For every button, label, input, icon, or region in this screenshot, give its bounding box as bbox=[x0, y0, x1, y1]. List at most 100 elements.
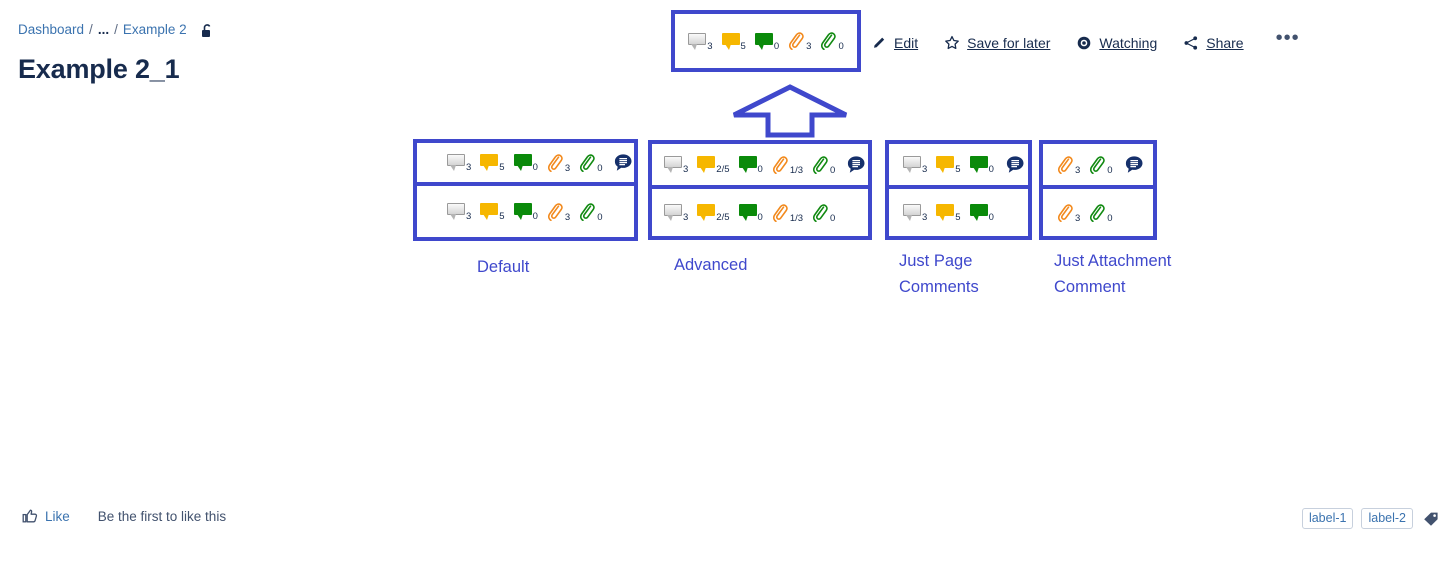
paperclip-green-icon[interactable]: 0 bbox=[1089, 155, 1113, 175]
label-chip-2[interactable]: label-2 bbox=[1361, 508, 1413, 529]
paperclip-green-icon[interactable]: 0 bbox=[579, 153, 602, 173]
count-label: 5 bbox=[499, 162, 505, 173]
comment-bubble-yellow-icon[interactable]: 2/5 bbox=[697, 156, 730, 175]
comment-bubble-yellow-icon[interactable]: 2/5 bbox=[697, 204, 730, 223]
paperclip-green-icon[interactable]: 0 bbox=[1089, 203, 1113, 224]
count-label: 3 bbox=[1075, 164, 1081, 176]
breadcrumb-item-dashboard[interactable]: Dashboard bbox=[18, 22, 85, 37]
paperclip-orange-icon[interactable]: 3 bbox=[1057, 155, 1081, 176]
icon-row: 3 5 0 bbox=[903, 204, 994, 223]
count-label: 0 bbox=[988, 212, 994, 223]
like-button[interactable]: Like bbox=[22, 508, 70, 524]
variant-group-advanced: 3 2/5 0 1/3 0 bbox=[648, 140, 872, 240]
count-label: 2/5 bbox=[716, 164, 730, 175]
count-label: 0 bbox=[988, 164, 994, 175]
comment-bubble-green-icon[interactable]: 0 bbox=[738, 204, 763, 222]
breadcrumb: Dashboard / ... / Example 2 bbox=[18, 22, 214, 38]
comment-bubble-green-icon[interactable]: 0 bbox=[969, 204, 994, 223]
count-label: 0 bbox=[757, 164, 763, 175]
paperclip-green-icon[interactable]: 0 bbox=[812, 155, 836, 176]
paperclip-green-icon[interactable]: 0 bbox=[812, 203, 836, 224]
label-chip-1[interactable]: label-1 bbox=[1301, 508, 1354, 529]
discussion-bubble-icon[interactable] bbox=[1122, 155, 1145, 175]
count-label: 1/3 bbox=[789, 164, 804, 176]
count-label: 0 bbox=[830, 164, 836, 176]
share-button[interactable]: Share bbox=[1183, 34, 1244, 51]
icon-row: 3 5 0 bbox=[903, 155, 1026, 175]
comment-bubble-green-icon[interactable]: 0 bbox=[513, 203, 538, 222]
watching-label: Watching bbox=[1099, 34, 1158, 51]
count-label: 3 bbox=[922, 164, 928, 175]
count-label: 2/5 bbox=[716, 212, 730, 223]
discussion-bubble-icon[interactable] bbox=[844, 155, 867, 175]
count-label: 1/3 bbox=[789, 212, 804, 224]
count-label: 5 bbox=[955, 164, 961, 175]
comment-bubble-yellow-icon[interactable]: 5 bbox=[480, 154, 505, 173]
edit-button[interactable]: Edit bbox=[872, 35, 918, 51]
count-label: 0 bbox=[830, 212, 836, 224]
comment-bubble-yellow-icon[interactable]: 5 bbox=[721, 32, 746, 52]
icon-row: 3 0 bbox=[1057, 155, 1145, 175]
watching-button[interactable]: Watching bbox=[1076, 35, 1157, 51]
count-label: 0 bbox=[773, 40, 780, 52]
count-label: 3 bbox=[806, 41, 812, 52]
page-metadata-icon-row: 3 5 0 3 0 bbox=[688, 32, 844, 52]
comment-bubble-green-icon[interactable]: 0 bbox=[513, 154, 538, 173]
more-actions-button[interactable]: ••• bbox=[1275, 27, 1300, 49]
like-label: Like bbox=[45, 508, 70, 524]
paperclip-green-icon[interactable]: 0 bbox=[579, 202, 603, 223]
paperclip-orange-icon[interactable]: 3 bbox=[788, 32, 812, 52]
comment-bubble-green-icon[interactable]: 0 bbox=[969, 156, 994, 175]
paperclip-orange-icon[interactable]: 1/3 bbox=[772, 203, 804, 224]
count-label: 3 bbox=[683, 164, 689, 175]
comment-bubble-green-icon[interactable]: 0 bbox=[738, 156, 763, 175]
paperclip-orange-icon[interactable]: 3 bbox=[547, 153, 570, 173]
tag-icon[interactable] bbox=[1423, 511, 1440, 527]
like-status-text: Be the first to like this bbox=[97, 508, 227, 524]
save-for-later-button[interactable]: Save for later bbox=[944, 35, 1050, 51]
table-row: 3 2/5 0 1/3 0 bbox=[652, 189, 868, 236]
count-label: 0 bbox=[532, 162, 538, 173]
discussion-bubble-icon[interactable] bbox=[611, 153, 634, 173]
page-title: Example 2_1 bbox=[18, 54, 180, 84]
count-label: 3 bbox=[683, 212, 689, 223]
comment-bubble-gray-icon[interactable]: 3 bbox=[664, 204, 689, 223]
comment-bubble-gray-icon[interactable]: 3 bbox=[903, 204, 928, 223]
count-label: 5 bbox=[740, 40, 746, 52]
icon-row: 3 0 bbox=[1057, 203, 1113, 224]
count-label: 0 bbox=[1107, 212, 1113, 224]
comment-bubble-yellow-icon[interactable]: 5 bbox=[936, 204, 961, 222]
paperclip-orange-icon[interactable]: 3 bbox=[547, 202, 570, 222]
breadcrumb-ellipsis[interactable]: ... bbox=[97, 22, 110, 37]
variant-caption-just-attachment-comment: Just Attachment Comment bbox=[1054, 252, 1172, 296]
comment-bubble-gray-icon[interactable]: 3 bbox=[688, 32, 713, 51]
edit-label: Edit bbox=[894, 34, 919, 51]
page-actions-toolbar: Edit Save for later Watching bbox=[872, 27, 1300, 54]
count-label: 0 bbox=[597, 211, 603, 223]
count-label: 3 bbox=[922, 212, 928, 223]
discussion-bubble-icon[interactable] bbox=[1003, 155, 1026, 175]
table-row: 3 5 0 3 0 bbox=[417, 143, 634, 186]
comment-bubble-gray-icon[interactable]: 3 bbox=[903, 156, 928, 175]
breadcrumb-item-example-2[interactable]: Example 2 bbox=[122, 22, 187, 37]
comment-bubble-gray-icon[interactable]: 3 bbox=[447, 154, 471, 172]
paperclip-green-icon[interactable]: 0 bbox=[820, 32, 844, 51]
up-arrow-outline-icon bbox=[728, 84, 852, 138]
comment-bubble-gray-icon[interactable]: 3 bbox=[664, 156, 689, 175]
pencil-icon bbox=[872, 35, 887, 50]
count-label: 0 bbox=[532, 211, 538, 222]
share-label: Share bbox=[1206, 34, 1244, 51]
variant-caption-advanced: Advanced bbox=[674, 256, 748, 274]
icon-row: 3 2/5 0 1/3 0 bbox=[664, 155, 867, 175]
unlock-icon[interactable] bbox=[200, 23, 214, 39]
paperclip-orange-icon[interactable]: 3 bbox=[1057, 203, 1080, 223]
comment-bubble-gray-icon[interactable]: 3 bbox=[447, 203, 471, 221]
share-icon bbox=[1183, 35, 1199, 51]
save-for-later-label: Save for later bbox=[967, 34, 1051, 51]
comment-bubble-green-icon[interactable]: 0 bbox=[754, 32, 780, 52]
table-row: 3 5 0 bbox=[889, 189, 1028, 236]
comment-bubble-yellow-icon[interactable]: 5 bbox=[936, 156, 961, 175]
comment-bubble-yellow-icon[interactable]: 5 bbox=[480, 203, 505, 221]
variant-group-just-page-comments: 3 5 0 3 bbox=[885, 140, 1032, 240]
paperclip-orange-icon[interactable]: 1/3 bbox=[772, 155, 804, 176]
